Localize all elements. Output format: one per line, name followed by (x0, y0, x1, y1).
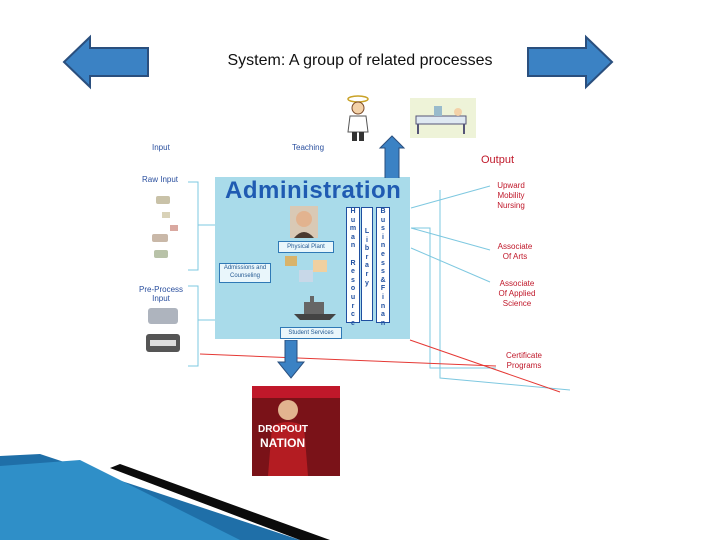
administration-title: Administration (225, 177, 402, 204)
magazine-title-line2: NATION (260, 436, 306, 450)
output-associate-applied-science: Associate Of Applied Science (498, 279, 536, 308)
student-photo (268, 400, 308, 476)
student-services-icon (294, 296, 336, 320)
input-label: Input (152, 143, 170, 152)
physical-plant-box: Physical Plant (278, 241, 334, 253)
output-certificate-programs: Certificate Programs (505, 351, 542, 370)
admissions-box: Admissions and Counseling (219, 263, 271, 283)
teaching-label: Teaching (292, 143, 325, 152)
slide-title: System: A group of related processes (227, 52, 493, 69)
output-associate-of-arts: Associate Of Arts (497, 242, 533, 261)
magazine-title-line1: DROPOUT (258, 424, 308, 435)
output-upward-mobility-nursing: Upward Mobility Nursing (497, 181, 525, 210)
administrator-photo (290, 206, 318, 238)
arrow-left-icon[interactable] (62, 34, 150, 90)
arrow-right-icon[interactable] (526, 34, 614, 90)
pre-process-label: Pre-Process Input (139, 285, 184, 303)
raw-input-label: Raw Input (142, 175, 179, 184)
bottom-swoosh (0, 454, 330, 540)
output-title: Output (481, 154, 515, 166)
raw-input-icons (152, 196, 178, 258)
left-brackets (188, 181, 216, 367)
dropout-nation-magazine: DROPOUT NATION (252, 386, 340, 476)
pre-process-icons (146, 308, 180, 352)
down-flow-arrow (277, 340, 305, 379)
student-services-box: Student Services (280, 327, 342, 339)
physical-plant-icons (285, 256, 327, 282)
teacher-icon (347, 95, 369, 141)
connector-lines (199, 135, 571, 393)
hospital-bed-icon (410, 98, 476, 138)
